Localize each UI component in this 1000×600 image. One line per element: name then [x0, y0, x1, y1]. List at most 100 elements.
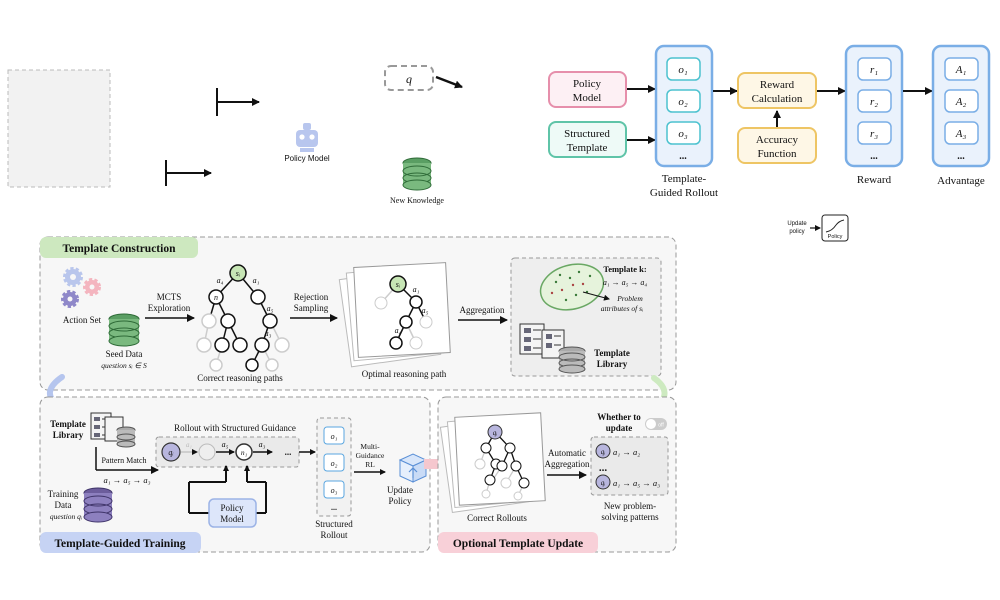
template-seq-label: a₁ → a₅ → a₄ [603, 278, 648, 287]
training-policy-model-line1: Policy [220, 503, 244, 513]
rollout-root-qi [487, 424, 503, 440]
rollout-node [518, 477, 530, 489]
correct-rollouts-label: Correct Rollouts [467, 513, 527, 523]
database-icon-green [402, 157, 432, 191]
reward-caption: Reward [857, 174, 892, 186]
output-ellipsis: ... [679, 151, 687, 162]
tree-node [250, 289, 266, 305]
problem-attr-pointer [582, 291, 610, 301]
tree-node [209, 358, 223, 372]
tree-edge-a5: a₅ [267, 304, 274, 313]
tree-node [196, 337, 212, 353]
optimal-root-si-label: sᵢ [396, 280, 400, 289]
reward-r2-label: r₂ [870, 96, 878, 108]
reward-r1-label: r₁ [870, 64, 878, 76]
placeholder-box [7, 69, 111, 188]
rollout-title: Rollout with Structured Guidance [174, 423, 296, 433]
optimal-node [419, 315, 433, 329]
tree-edge-a1: a₁ [253, 276, 260, 285]
optimal-edge-a5: a₅ [422, 306, 429, 315]
training-data-label-2: Data [55, 500, 72, 510]
rollout-node [513, 491, 523, 501]
optimal-edge-a4: a₄ [395, 326, 402, 335]
new-knowledge-label: New Knowledge [390, 196, 444, 205]
training-library-label-1: Template [50, 419, 86, 429]
accuracy-line2: Function [757, 148, 797, 160]
tree-node [232, 337, 248, 353]
advantage-ellipsis: ... [957, 151, 965, 162]
pattern-match-label: Pattern Match [101, 456, 146, 465]
rollout-caption-1: Template- [662, 173, 707, 185]
training-question-label: question qᵢ [50, 512, 82, 521]
reward-r1 [857, 57, 892, 81]
update-toggle-knob [646, 419, 656, 429]
q-label: q [406, 72, 412, 86]
update-policy-line2: policy [789, 229, 804, 235]
output-o1-label: o₁ [678, 64, 688, 76]
accuracy-function-box [737, 127, 817, 164]
tree-node [245, 358, 259, 372]
update-toggle-label: off [658, 423, 664, 429]
structured-rollout-label-2: Rollout [320, 530, 348, 540]
tree-node [254, 337, 270, 353]
training-policy-model-box [208, 498, 257, 528]
q-box [384, 65, 434, 91]
rollout-node [481, 489, 491, 499]
rollout-node [496, 460, 508, 472]
optimal-edge-a1: a₁ [413, 285, 420, 294]
auto-agg-label-1: Automatic [548, 448, 586, 458]
advantage-a2-label: A₂ [955, 96, 967, 108]
bracket-arrow-2 [165, 160, 212, 186]
aggregation-label: Aggregation [460, 305, 505, 315]
chain-node-ghost [198, 443, 216, 461]
mcts-label-1: MCTS [157, 292, 182, 302]
tree-node-n-label: n [214, 293, 218, 302]
pattern-1-qi-label: qᵢ [601, 448, 606, 456]
policy-model-box [548, 71, 627, 108]
training-library-icon [90, 412, 136, 448]
problem-attr-label-2: attributes of sᵢ [601, 304, 643, 313]
correct-paths-label: Correct reasoning paths [197, 373, 283, 383]
seed-data-database-icon [108, 313, 140, 347]
policy-model-icon-label: Policy Model [284, 154, 330, 163]
seed-question-label: question sᵢ ∈ S [101, 361, 147, 370]
tree-node-n [208, 289, 224, 305]
mg-label-2: Guidance [356, 451, 385, 460]
structured-template-line2: Template [567, 142, 608, 154]
update-title-bg [438, 532, 598, 553]
pattern-1-label: a₁ → a₂ [613, 447, 640, 457]
bracket-arrow-1 [216, 88, 260, 116]
structured-output-o3-label: o₃ [331, 486, 338, 495]
structured-template-line1: Structured [564, 128, 610, 140]
new-patterns-label-2: solving patterns [601, 512, 659, 522]
reward-calculation-box [737, 72, 817, 109]
whether-label-1: Whether to [597, 412, 641, 422]
training-title: Template-Guided Training [54, 538, 185, 550]
rollout-root-qi-label: qᵢ [493, 429, 498, 437]
robot-icon [296, 123, 318, 152]
structured-output-ellipsis: ... [331, 503, 337, 512]
pattern-seq-label: a₁ → a₅ → a₃ [103, 475, 150, 485]
structured-output-o1-label: o₁ [331, 432, 338, 441]
training-data-label-1: Training [48, 489, 79, 499]
training-database-icon [83, 487, 113, 523]
reward-ellipsis: ... [870, 151, 878, 162]
output-o2-label: o₂ [678, 96, 688, 108]
tree-edge-a4: a₄ [217, 276, 224, 285]
update-title: Optional Template Update [453, 538, 583, 550]
advantage-a1-label: A₁ [955, 64, 967, 76]
advantage-caption: Advantage [937, 175, 985, 187]
reward-r2 [857, 89, 892, 113]
optimal-node [409, 295, 423, 309]
construction-title: Template Construction [63, 243, 177, 255]
structured-output-o2 [323, 453, 345, 472]
q-arrow [435, 75, 463, 89]
structured-output-o3 [323, 480, 345, 499]
optimal-path-label: Optimal reasoning path [362, 369, 447, 379]
update-policy-line1: Update [787, 221, 807, 227]
rejection-label-1: Rejection [294, 292, 329, 302]
reward-calc-line1: Reward [760, 79, 795, 91]
training-library-label-2: Library [53, 430, 84, 440]
update-policy-label-2: Policy [388, 496, 412, 506]
